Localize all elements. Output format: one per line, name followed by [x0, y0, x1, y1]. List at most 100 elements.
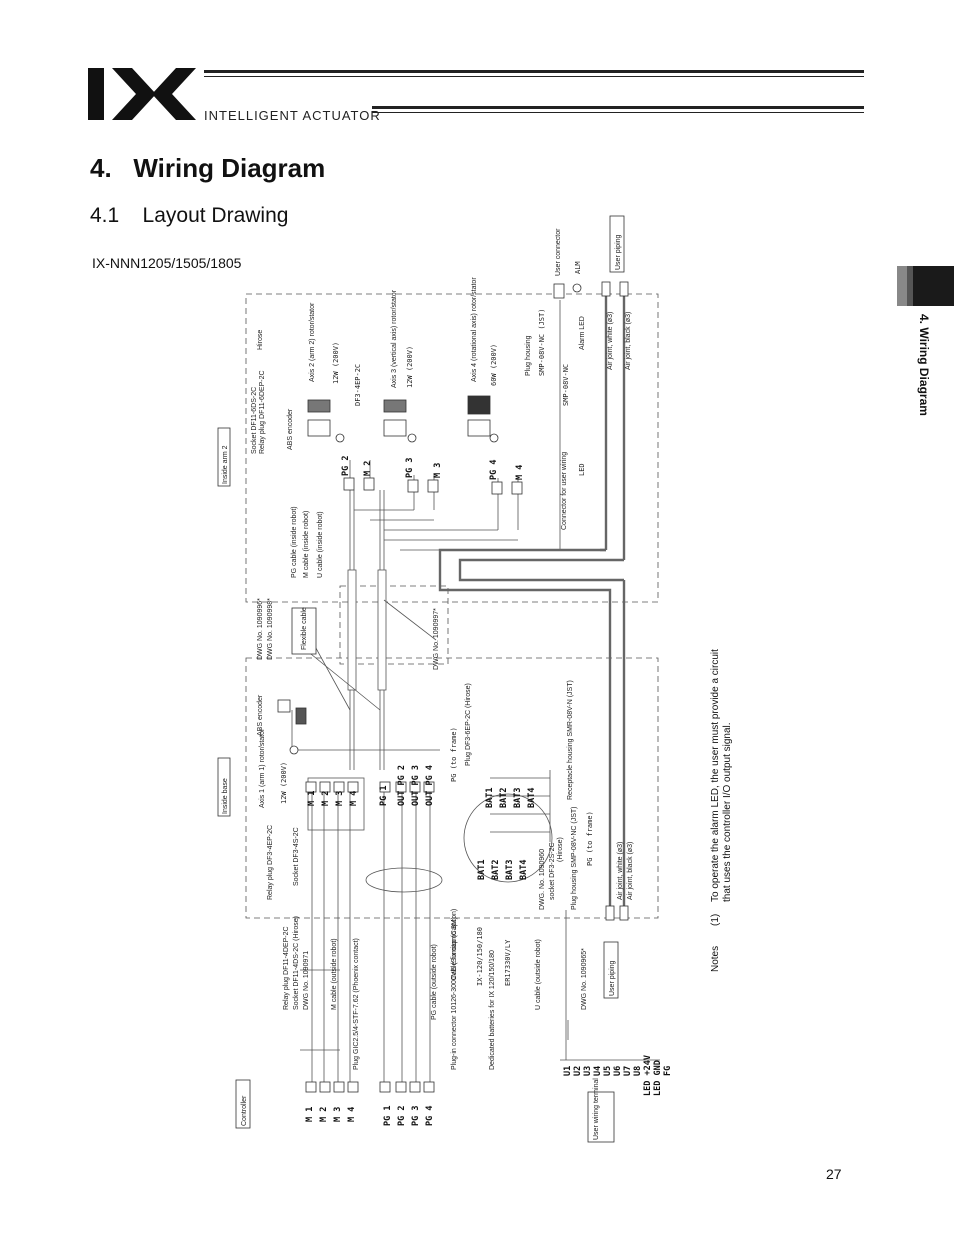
- section-title: 4. Wiring Diagram: [90, 153, 326, 183]
- label-controller: Controller: [241, 1095, 248, 1126]
- label-relay-plug-df11-4dep: Relay plug DF11-4DEP-2C: [283, 926, 290, 1010]
- label-axis1-spec: 12W (200V): [280, 762, 288, 804]
- bat-circle-3: BAT3: [505, 860, 515, 880]
- label-battery-model: ER17330V/LY: [504, 939, 512, 986]
- label-air-joint-black-top: Air joint, black (ø3): [625, 312, 632, 370]
- label-smp08v: SMP-08V-NC: [562, 364, 570, 406]
- header-rule-bottom-1: [372, 106, 864, 109]
- region-inside-base: [245, 657, 659, 919]
- user-terminal-fg: FG: [663, 1066, 673, 1076]
- label-inside-base: Inside base: [222, 778, 229, 814]
- label-flexible-cable: Flexible cable: [301, 607, 308, 650]
- label-u-cable-in: U cable (inside robot): [317, 511, 324, 578]
- arm-pg-4: PG 4: [489, 460, 499, 480]
- user-terminal-u5: U5: [603, 1066, 613, 1076]
- user-terminal-u4: U4: [593, 1066, 603, 1076]
- label-alarm-led: Alarm LED: [579, 316, 586, 350]
- label-axis1: Axis 1 (arm 1) rotor/stator: [259, 728, 266, 808]
- base-pg-1: PG 1: [379, 786, 389, 806]
- user-terminal-ledgnd: LED GND: [653, 1060, 663, 1096]
- label-axis3: Axis 3 (vertical axis) rotor/stator: [391, 289, 398, 388]
- label-battery-part: IX-120/150/180: [476, 927, 484, 986]
- user-terminal-u1: U1: [563, 1066, 573, 1076]
- label-u-cable-out: U cable (outside robot): [535, 939, 542, 1010]
- label-m-cable-out: M cable (outside robot): [331, 938, 338, 1010]
- ctrl-m-4: M 4: [347, 1107, 357, 1122]
- notes-item-num: (1): [710, 914, 721, 926]
- label-pg-frame-bottom: PG (to frame): [586, 811, 594, 866]
- notes-title: Notes: [710, 946, 721, 972]
- label-plugin-connector: Plug-in connector 10126-3000VE (Sumitomo…: [451, 917, 458, 1070]
- arm-pg-3: PG 3: [405, 458, 415, 478]
- label-axis2-spec: 12W (200V): [332, 342, 340, 384]
- label-dwg-1090996: DWG No. 1090996*: [257, 598, 264, 660]
- label-cable-fix-cap: Cable fix cap (Capcon): [451, 909, 458, 980]
- bat-right-2: BAT2: [499, 788, 509, 808]
- label-axis2: Axis 2 (arm 2) rotor/stator: [309, 302, 316, 382]
- brand-tagline: INTELLIGENT ACTUATOR: [204, 108, 381, 123]
- label-dwg-1090998: DWG No. 1090998*: [267, 598, 274, 660]
- label-user-connector: User connector: [555, 228, 562, 276]
- ctrl-m-3: M 3: [333, 1107, 343, 1122]
- header-rule-top-2: [204, 76, 864, 77]
- label-plug-housing2: Plug housing SMP-08V-NC (JST): [571, 807, 578, 910]
- user-terminal-u6: U6: [613, 1066, 623, 1076]
- ctrl-pg-4: PG 4: [425, 1106, 435, 1126]
- user-terminal-u7: U7: [623, 1066, 633, 1076]
- ctrl-pg-1: PG 1: [383, 1106, 393, 1126]
- label-user-wiring-terminal: User wiring terminal: [593, 1078, 600, 1140]
- model-name: IX-NNN1205/1505/1805: [92, 255, 242, 271]
- bat-circle-4: BAT4: [519, 860, 529, 880]
- label-user-piping-top: User piping: [615, 234, 622, 270]
- page-number: 27: [826, 1166, 842, 1182]
- ctrl-pg-2: PG 2: [397, 1106, 407, 1126]
- box-inside-arm2: [217, 427, 231, 487]
- label-hirose2: (Hirose): [557, 837, 564, 862]
- base-m-3: M 3: [335, 791, 345, 806]
- label-air-joint-black-bottom: Air joint, black (ø3): [627, 842, 634, 900]
- label-receptacle: Receptacle housing SMR-08V-N (JST): [567, 680, 574, 800]
- base-out-pg-4: OUT PG 4: [425, 765, 435, 806]
- bat-right-4: BAT4: [527, 788, 537, 808]
- label-dwg-1090997: DWG No. 1090997*: [433, 608, 440, 670]
- label-socket-df11-4ds: Socket DF11-4DS-2C (Hirose): [293, 916, 300, 1010]
- label-abs-encoder-base: ABS encoder: [257, 694, 264, 736]
- label-hirose: Hirose: [257, 330, 264, 350]
- label-plug-gic: Plug GIC2.5/4-STF-7.62 (Phoenix contact): [353, 938, 360, 1070]
- label-pg-frame-top: PG (to frame): [450, 727, 458, 782]
- label-axis3-spec: 12W (200V): [406, 346, 414, 388]
- label-inside-arm2: Inside arm 2: [222, 445, 229, 484]
- label-dwg-1090960: DWG. No. 1090960: [539, 849, 546, 910]
- bat-circle-2: BAT2: [491, 860, 501, 880]
- arm-m-3: M 3: [433, 463, 443, 478]
- box-user-piping-top: [609, 215, 625, 273]
- ctrl-pg-3: PG 3: [411, 1106, 421, 1126]
- ctrl-m-2: M 2: [319, 1107, 329, 1122]
- label-axis4-spec: 60W (200V): [490, 344, 498, 386]
- box-controller: [235, 1079, 251, 1129]
- notes-line2: that uses the controller I/O output sign…: [722, 722, 733, 902]
- base-m-4: M 4: [349, 791, 359, 806]
- label-plug-housing-part: SMP-08V-NC (JST): [538, 309, 546, 376]
- label-plug-df3: Plug DF3-6EP-2C (Hirose): [465, 683, 472, 766]
- label-axis4: Axis 4 (rotational axis) rotor/stator: [471, 277, 478, 382]
- ctrl-m-1: M 1: [305, 1107, 315, 1122]
- wiring-diagram: Inside arm 2 Inside base Flexible cable …: [217, 215, 673, 1143]
- label-dwg-1090971: DWG No. 1090971: [303, 951, 310, 1010]
- label-socket-df3-2c: socket DF3-2S-2C: [549, 842, 556, 900]
- label-batteries: Dedicated batteries for IX 120/150/180: [489, 950, 496, 1070]
- label-dwg-1090965: DWG No. 1090965*: [581, 948, 588, 1010]
- region-flexible-box: [339, 585, 449, 665]
- box-user-wiring-terminal: [587, 1091, 615, 1143]
- box-inside-base: [217, 757, 231, 817]
- label-m-cable-in: M cable (inside robot): [303, 511, 310, 578]
- label-plug-housing: Plug housing: [525, 335, 532, 376]
- notes-line1: To operate the alarm LED, the user must …: [710, 649, 721, 902]
- user-terminal-u2: U2: [573, 1066, 583, 1076]
- label-socket-df3: Socket DF3-4S-2C: [293, 827, 300, 886]
- user-terminal-led24: LED +24V: [643, 1055, 653, 1096]
- user-terminal-u8: U8: [633, 1066, 643, 1076]
- label-relay-plug-df11: Relay plug DF11-6DEP-2C: [259, 370, 266, 454]
- label-alm: ALM: [574, 261, 582, 274]
- bat-circle-1: BAT1: [477, 860, 487, 880]
